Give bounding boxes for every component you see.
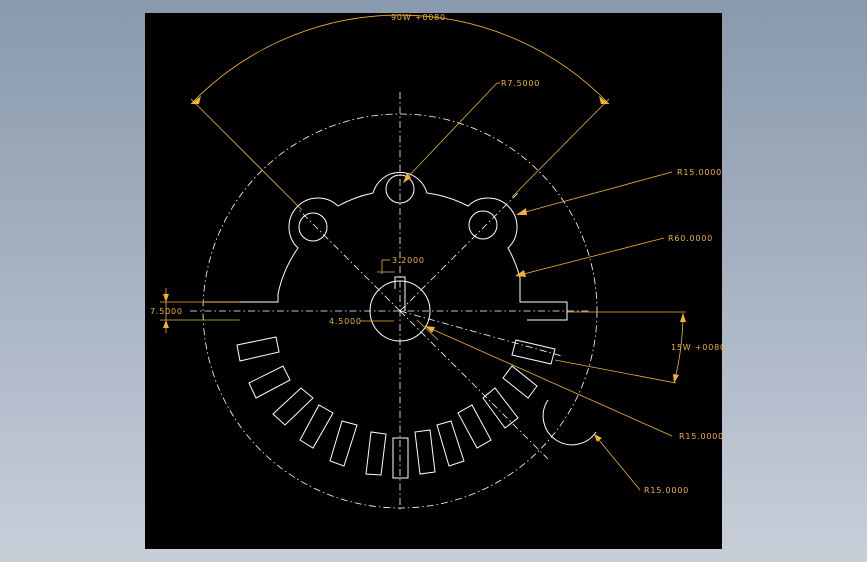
label-7-5: 7.5000	[150, 307, 183, 316]
main-body-contour	[205, 171, 568, 321]
outer-reference-circle	[202, 113, 598, 509]
slot	[365, 431, 387, 476]
label-r15-upper: R15.0000	[677, 168, 722, 177]
label-4-5: 4.5000	[329, 317, 362, 326]
angle-arc-90	[190, 14, 610, 105]
angle-ext-right	[511, 98, 610, 198]
leader-r60	[515, 237, 665, 277]
slot	[272, 387, 314, 426]
center-bore	[369, 280, 431, 342]
label-r60: R60.0000	[668, 234, 713, 243]
slot	[436, 420, 465, 467]
slot	[482, 387, 519, 429]
diagonal-centerline-right	[399, 190, 521, 312]
arrowhead	[516, 208, 527, 215]
label-r15-mid-right: R15.0000	[679, 432, 724, 441]
arrowhead	[163, 294, 169, 302]
slot	[392, 437, 409, 479]
hole-right	[468, 210, 498, 240]
slot	[299, 404, 334, 449]
dimension-labels: 90W +0080 R7.5000 R15.0000 R60.0000 3.20…	[150, 13, 726, 495]
arrowhead	[599, 96, 609, 104]
arrowhead	[425, 326, 435, 333]
dimension-lines	[160, 14, 686, 491]
slot	[511, 339, 556, 365]
hole-top	[385, 174, 415, 204]
slot	[236, 336, 280, 362]
part-outline	[205, 171, 597, 446]
arrowhead	[673, 374, 679, 383]
leader-r15-mid-right	[424, 325, 673, 437]
cutout-arc-r15	[542, 399, 597, 446]
arrowhead	[403, 173, 411, 183]
diagonal-centerline-left	[297, 208, 401, 312]
slot	[457, 404, 492, 449]
radial-slots	[236, 336, 556, 479]
dim-15-angle-ext-2	[554, 359, 677, 384]
arrowhead	[594, 434, 602, 442]
arrowhead	[191, 96, 201, 104]
slot	[248, 365, 291, 399]
angle-ext-left	[190, 98, 303, 211]
slot	[502, 365, 538, 399]
label-angle-right: 15W +0080	[671, 343, 726, 352]
label-angle-top: 90W +0080	[391, 13, 446, 22]
key-slot	[394, 276, 406, 311]
arrowhead	[163, 320, 169, 328]
leader-r15-lower-right	[593, 433, 641, 491]
arrowhead	[680, 313, 686, 322]
arrowhead	[515, 270, 526, 277]
leader-r7-5	[404, 82, 498, 181]
slot	[329, 420, 358, 467]
label-r15-lower-right: R15.0000	[644, 486, 689, 495]
leader-center-mark	[416, 319, 439, 341]
centerlines	[190, 92, 598, 510]
hole-left	[298, 212, 328, 242]
leader-r15-upper	[517, 171, 673, 215]
label-3-2: 3.2000	[392, 256, 425, 265]
diagonal-centerline-right-low	[399, 310, 563, 357]
diagonal-centerline-lower	[399, 310, 549, 460]
slot	[414, 429, 436, 475]
label-r7-5: R7.5000	[501, 79, 540, 88]
